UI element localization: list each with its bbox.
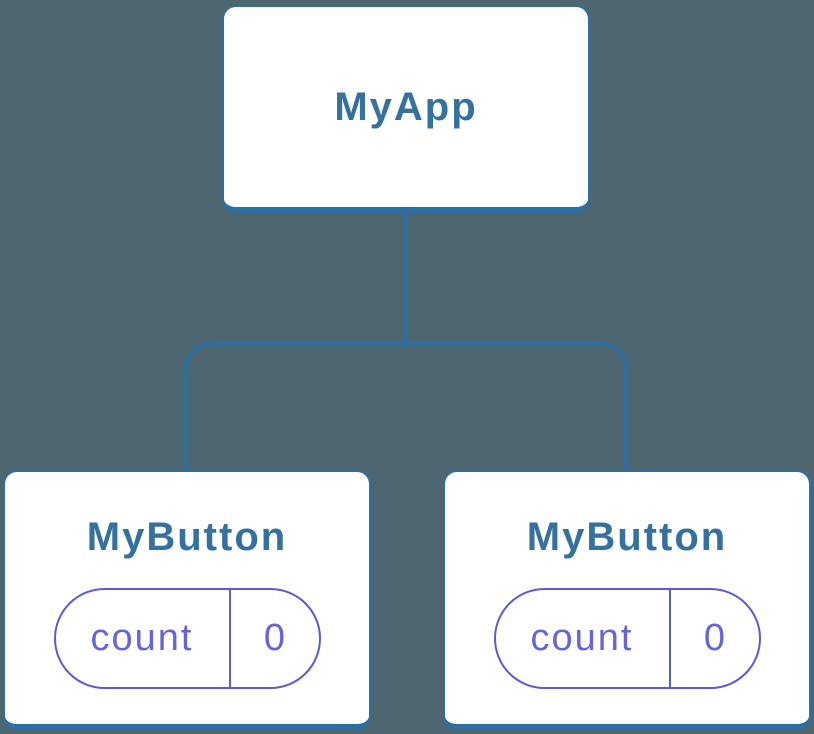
state-name: count: [530, 617, 634, 659]
state-pill: count 0: [493, 588, 761, 689]
state-value: 0: [263, 617, 286, 659]
node-mybutton-left: MyButton count 0: [3, 470, 371, 730]
state-pill: count 0: [53, 588, 321, 689]
children-bracket-line: [184, 341, 628, 470]
state-pill-divider: [668, 590, 671, 687]
state-name: count: [90, 617, 194, 659]
state-pill-divider: [228, 590, 231, 687]
node-myapp: MyApp: [222, 5, 590, 213]
node-mybutton-right: MyButton count 0: [443, 470, 811, 730]
state-value: 0: [703, 617, 726, 659]
node-label: MyButton: [526, 515, 728, 559]
node-label: MyButton: [86, 515, 288, 559]
node-label: MyApp: [334, 85, 478, 129]
